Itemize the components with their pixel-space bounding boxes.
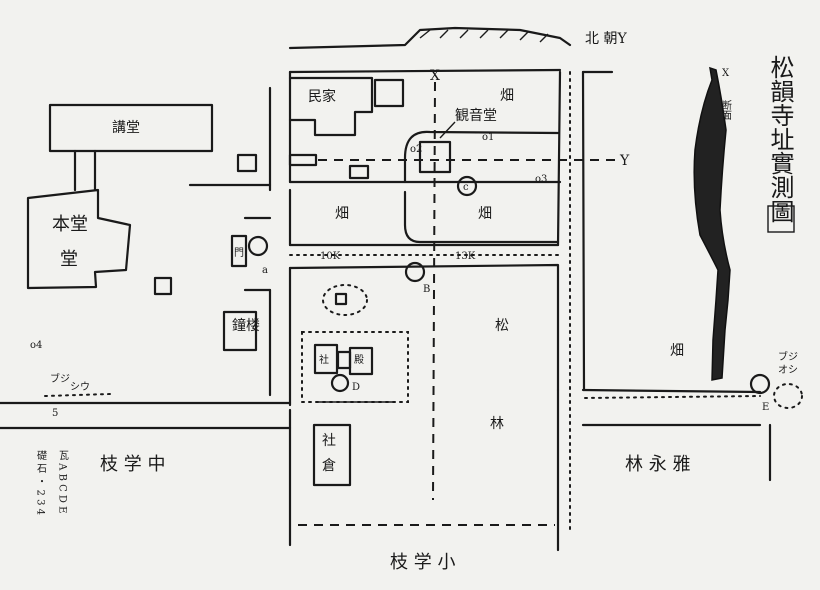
minka-building (288, 76, 374, 137)
inner-boundary-east (556, 70, 586, 392)
tile-marker-b-label: B (423, 284, 430, 295)
field-label-east: 畑 (670, 343, 684, 359)
shrine-label-b: 殿 (354, 354, 364, 366)
shrine-connector (336, 350, 352, 370)
northern-embankment (288, 26, 572, 50)
gate-wall (243, 216, 272, 292)
field-enclosure-2 (403, 190, 560, 244)
shrine-label-a: 社 (319, 353, 329, 366)
corner-label-1: ブジ (50, 372, 70, 385)
tile-marker-a-label: a (262, 265, 268, 276)
marker-o1: o1 (482, 132, 494, 143)
primary-school-label: 枝 学 小 (390, 552, 455, 573)
minka-label: 民家 (308, 88, 336, 105)
shrine-dotted-precinct (301, 331, 409, 403)
section-label: 断面 (720, 99, 732, 121)
tile-marker-c-label: c (463, 182, 469, 193)
kannon-do-enclosure (403, 130, 560, 184)
legend-stones: 礎 石 ・ 2 3 4 (35, 449, 47, 515)
field-label-1: 畑 (500, 88, 514, 104)
pine-label-1: 松 (495, 318, 509, 334)
section-x-label: X (722, 68, 730, 79)
small-shrine (312, 423, 352, 487)
main-hall-label-2: 堂 (60, 249, 78, 270)
small-shrine-label-1: 社 (322, 433, 336, 449)
gate-building (230, 234, 248, 268)
pine-corner-label-2: オシ (778, 364, 798, 376)
middle-school-label: 枝 学 中 (100, 454, 165, 475)
gate-small-building (236, 153, 258, 173)
east-forest-label: 林 永 雅 (625, 454, 690, 475)
lecture-hall (48, 103, 214, 153)
main-hall (26, 188, 132, 290)
embankment-hatching (419, 29, 549, 43)
kannon-do-label: 観音堂 (455, 107, 497, 124)
cross-section-profile (693, 66, 731, 381)
tile-marker-d (330, 373, 350, 393)
corner-label-2: シウ (70, 381, 90, 393)
dotted-mound (322, 284, 368, 316)
lecture-hall-corridor (73, 149, 97, 192)
tile-marker-d-label: D (352, 382, 360, 393)
west-dotted-path (44, 393, 111, 397)
east-road-south (581, 423, 772, 482)
tile-marker-e-label: E (762, 402, 769, 413)
minka-annex (373, 78, 405, 108)
bell-tower (222, 310, 258, 352)
lantern-stone (153, 276, 173, 296)
lower-compound-boundary (288, 266, 560, 552)
main-hall-label: 本堂 (52, 214, 88, 235)
north-boundary-line (288, 68, 562, 74)
kannon-do-building (418, 140, 452, 174)
middle-road-south (288, 263, 560, 392)
kannon-do-arrow (439, 121, 456, 139)
marker-o4: o4 (30, 340, 42, 351)
title-seal-frame (767, 205, 795, 233)
bell-tower-label: 鐘楼 (232, 317, 260, 334)
gate-label: 門 (234, 247, 244, 259)
marker-o2: o2 (410, 144, 422, 155)
small-shrine-label-2: 倉 (322, 458, 336, 474)
small-structure-2 (348, 164, 370, 180)
field-label-2: 畑 (335, 206, 349, 222)
east-dotted-path (584, 395, 761, 399)
north-label: 北 朝Y (585, 31, 627, 47)
distance-left: 10K (320, 251, 341, 262)
field-label-3: 畑 (478, 206, 492, 222)
marker-o3: o3 (535, 174, 547, 185)
tile-marker-c (456, 175, 478, 197)
lecture-hall-label: 講堂 (112, 120, 140, 136)
tile-marker-a (247, 235, 269, 257)
east-road-line (581, 388, 762, 394)
distance-right: 13K (455, 251, 476, 262)
small-structure-1 (288, 153, 318, 167)
tile-marker-b (404, 261, 426, 283)
tile-marker-e (749, 373, 771, 395)
y-axis-label: Y (619, 153, 630, 169)
map-title: 松韻寺址實測圖 (766, 55, 794, 223)
note-5: 5 (52, 408, 58, 419)
legend-tiles: 瓦 A B C D E (57, 450, 69, 513)
east-dotted-mound (773, 383, 803, 409)
pine-corner-label-1: ブジ (778, 350, 798, 363)
mound-stone (334, 292, 348, 306)
x-axis-line (432, 81, 436, 501)
x-axis-label: X (430, 68, 440, 84)
pine-label-2: 林 (490, 416, 504, 432)
